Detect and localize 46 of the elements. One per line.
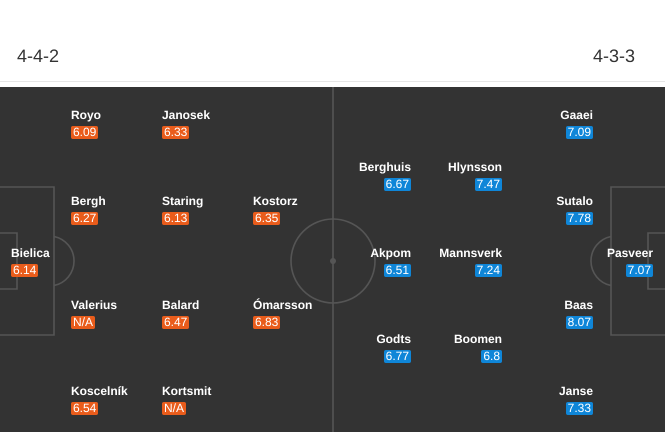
player-name: Kostorz — [253, 194, 298, 209]
player-name: Baas — [564, 298, 593, 313]
rating-badge: 6.8 — [481, 350, 502, 363]
player-name: Bielica — [11, 246, 50, 261]
rating-badge: 6.35 — [253, 212, 280, 225]
rating-badge: 7.78 — [566, 212, 593, 225]
player-name: Berghuis — [358, 160, 411, 175]
rating-badge: 7.33 — [566, 402, 593, 415]
player-name: Koscelník — [71, 384, 128, 399]
rating-badge: 6.09 — [71, 126, 98, 139]
player-name: Balard — [162, 298, 200, 313]
rating-badge: 6.14 — [11, 264, 38, 277]
player-name: Valerius — [71, 298, 118, 313]
rating-badge: N/A — [71, 316, 96, 329]
player-name: Pasveer — [606, 246, 653, 261]
rating-badge: N/A — [162, 402, 186, 415]
rating-badge: 7.24 — [474, 264, 502, 277]
rating-badge: 6.83 — [253, 316, 280, 329]
rating-badge: 6.33 — [162, 126, 190, 139]
player-name: Sutalo — [556, 194, 593, 209]
player-name: Hlynsson — [448, 160, 502, 175]
player-name: Royo — [71, 108, 101, 123]
rating-badge: 6.47 — [162, 316, 190, 329]
player-name: Mannsverk — [439, 246, 502, 261]
player-name: Boomen — [454, 332, 502, 347]
rating-badge: 6.77 — [384, 350, 411, 363]
rating-badge: 6.67 — [384, 178, 411, 191]
player-name: Godts — [376, 332, 411, 347]
player-name: Janse — [558, 384, 593, 399]
rating-badge: 6.13 — [162, 212, 190, 225]
player-name: Janosek — [162, 108, 210, 123]
rating-badge: 6.27 — [71, 212, 98, 225]
formation-label: 4-3-3 — [592, 45, 635, 67]
rating-badge: 7.09 — [566, 126, 593, 139]
player-name: Staring — [162, 194, 204, 209]
rating-badge: 7.47 — [474, 178, 502, 191]
formation-label: 4-4-2 — [17, 45, 60, 67]
rating-badge: 6.51 — [384, 264, 411, 277]
player-name: Akpom — [370, 246, 411, 261]
player-name: Ómarsson — [253, 298, 312, 313]
player-name: Gaaei — [560, 108, 593, 123]
rating-badge: 8.07 — [566, 316, 593, 329]
rating-badge: 7.07 — [626, 264, 653, 277]
rating-badge: 6.54 — [71, 402, 98, 415]
player-name: Bergh — [71, 194, 106, 209]
player-name: Kortsmit — [162, 384, 212, 399]
